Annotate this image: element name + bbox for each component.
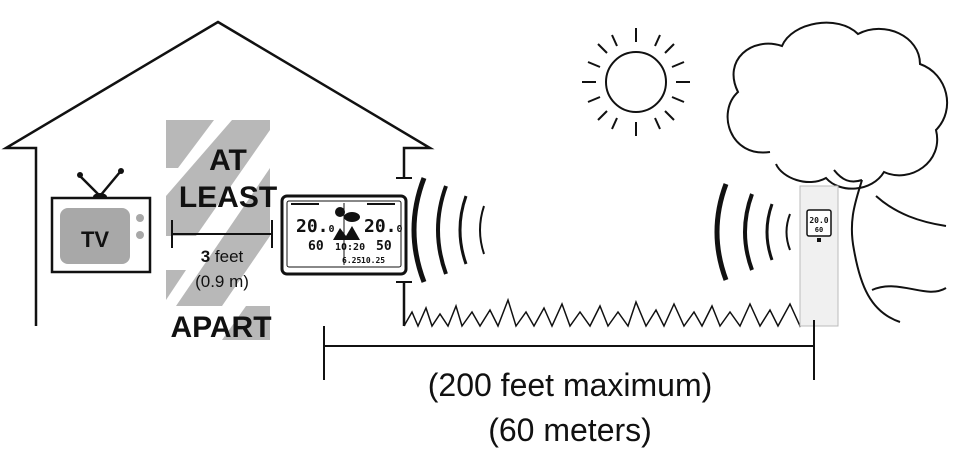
max-range-label: (200 feet maximum): [428, 367, 713, 403]
max-distance-marker: [323, 320, 815, 380]
date-left: 6.25: [342, 256, 361, 265]
weather-station-display: [280, 194, 408, 276]
clock-readout: 10:20: [335, 242, 365, 253]
outdoor-humidity: 50: [376, 239, 392, 254]
sensor-humidity: 60: [815, 226, 823, 234]
outdoor-sensor: [799, 185, 839, 327]
signal-waves-sensor: [714, 183, 791, 281]
apart-label: APART: [170, 311, 271, 344]
sun-icon: [582, 28, 690, 136]
outdoor-temp: 20.0: [364, 216, 403, 237]
date-right: 10.25: [361, 256, 385, 265]
indoor-humidity: 60: [308, 239, 324, 254]
tv-label: TV: [81, 227, 109, 252]
indoor-temp: 20.0: [296, 216, 335, 237]
at-label: AT: [209, 144, 247, 177]
separation-stripes: [166, 120, 270, 340]
signal-waves-house: [411, 177, 485, 283]
max-range-metric: (60 meters): [488, 412, 652, 448]
grass-line: [403, 297, 819, 328]
min-distance-metric: (0.9 m): [195, 272, 249, 291]
least-label: LEAST: [179, 181, 277, 214]
sensor-temp: 20.0: [809, 216, 828, 225]
min-distance-marker: [171, 220, 273, 248]
tv-icon: [50, 168, 152, 274]
house-outline: [1, 20, 435, 326]
min-distance-text: 3 feet: [201, 247, 244, 266]
